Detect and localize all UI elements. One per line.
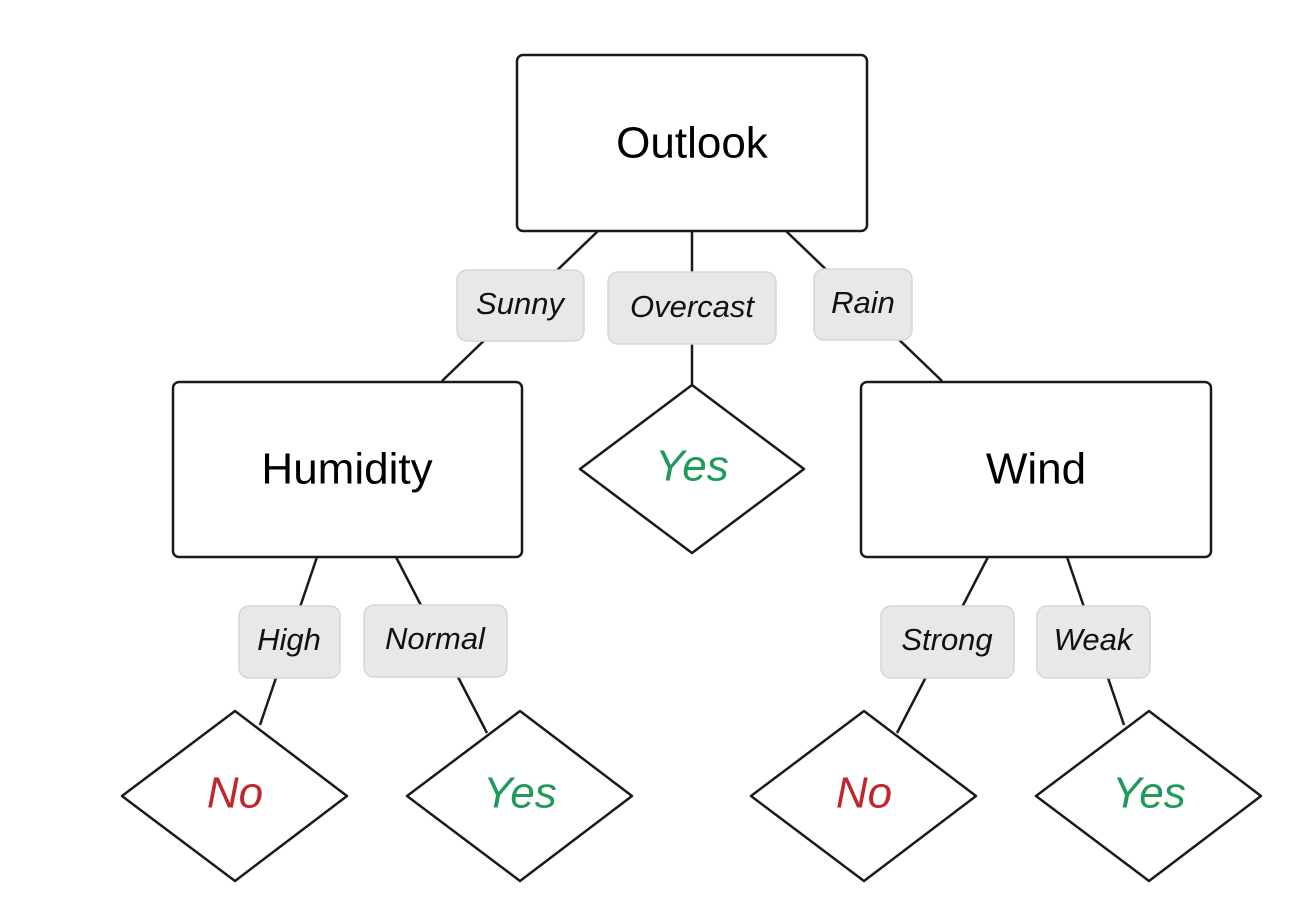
- leaf-node-overcast: Yes: [578, 383, 806, 555]
- edge-label-strong: Strong: [880, 605, 1015, 679]
- edge-label-sunny: Sunny: [456, 269, 585, 342]
- edge-label-weak: Weak: [1036, 605, 1151, 679]
- svg-text:High: High: [257, 622, 321, 657]
- decision-node-humidity: Humidity: [171, 380, 524, 559]
- leaf-node-high: No: [120, 709, 349, 883]
- leaf-label-yes: Yes: [655, 442, 728, 491]
- node-label-outlook: Outlook: [616, 119, 769, 168]
- leaf-label-yes: Yes: [483, 769, 556, 818]
- decision-node-wind: Wind: [859, 380, 1213, 559]
- svg-text:Sunny: Sunny: [476, 286, 566, 321]
- svg-text:Strong: Strong: [901, 622, 992, 657]
- svg-text:Rain: Rain: [831, 285, 895, 320]
- edge-label-high: High: [238, 605, 341, 679]
- edge-label-normal: Normal: [363, 604, 508, 678]
- edge-label-overcast: Overcast: [607, 271, 777, 345]
- leaf-node-weak: Yes: [1034, 709, 1263, 883]
- node-label-humidity: Humidity: [261, 445, 432, 494]
- leaf-node-normal: Yes: [405, 709, 634, 883]
- leaf-label-no: No: [207, 769, 263, 818]
- leaf-label-no: No: [836, 769, 892, 818]
- svg-text:Weak: Weak: [1054, 622, 1134, 657]
- leaf-node-strong: No: [749, 709, 978, 883]
- svg-text:Normal: Normal: [385, 621, 486, 656]
- edge-label-rain: Rain: [813, 268, 913, 341]
- node-label-wind: Wind: [986, 445, 1086, 494]
- decision-node-outlook: Outlook: [515, 53, 869, 233]
- leaf-label-yes: Yes: [1112, 769, 1185, 818]
- svg-text:Overcast: Overcast: [630, 289, 755, 324]
